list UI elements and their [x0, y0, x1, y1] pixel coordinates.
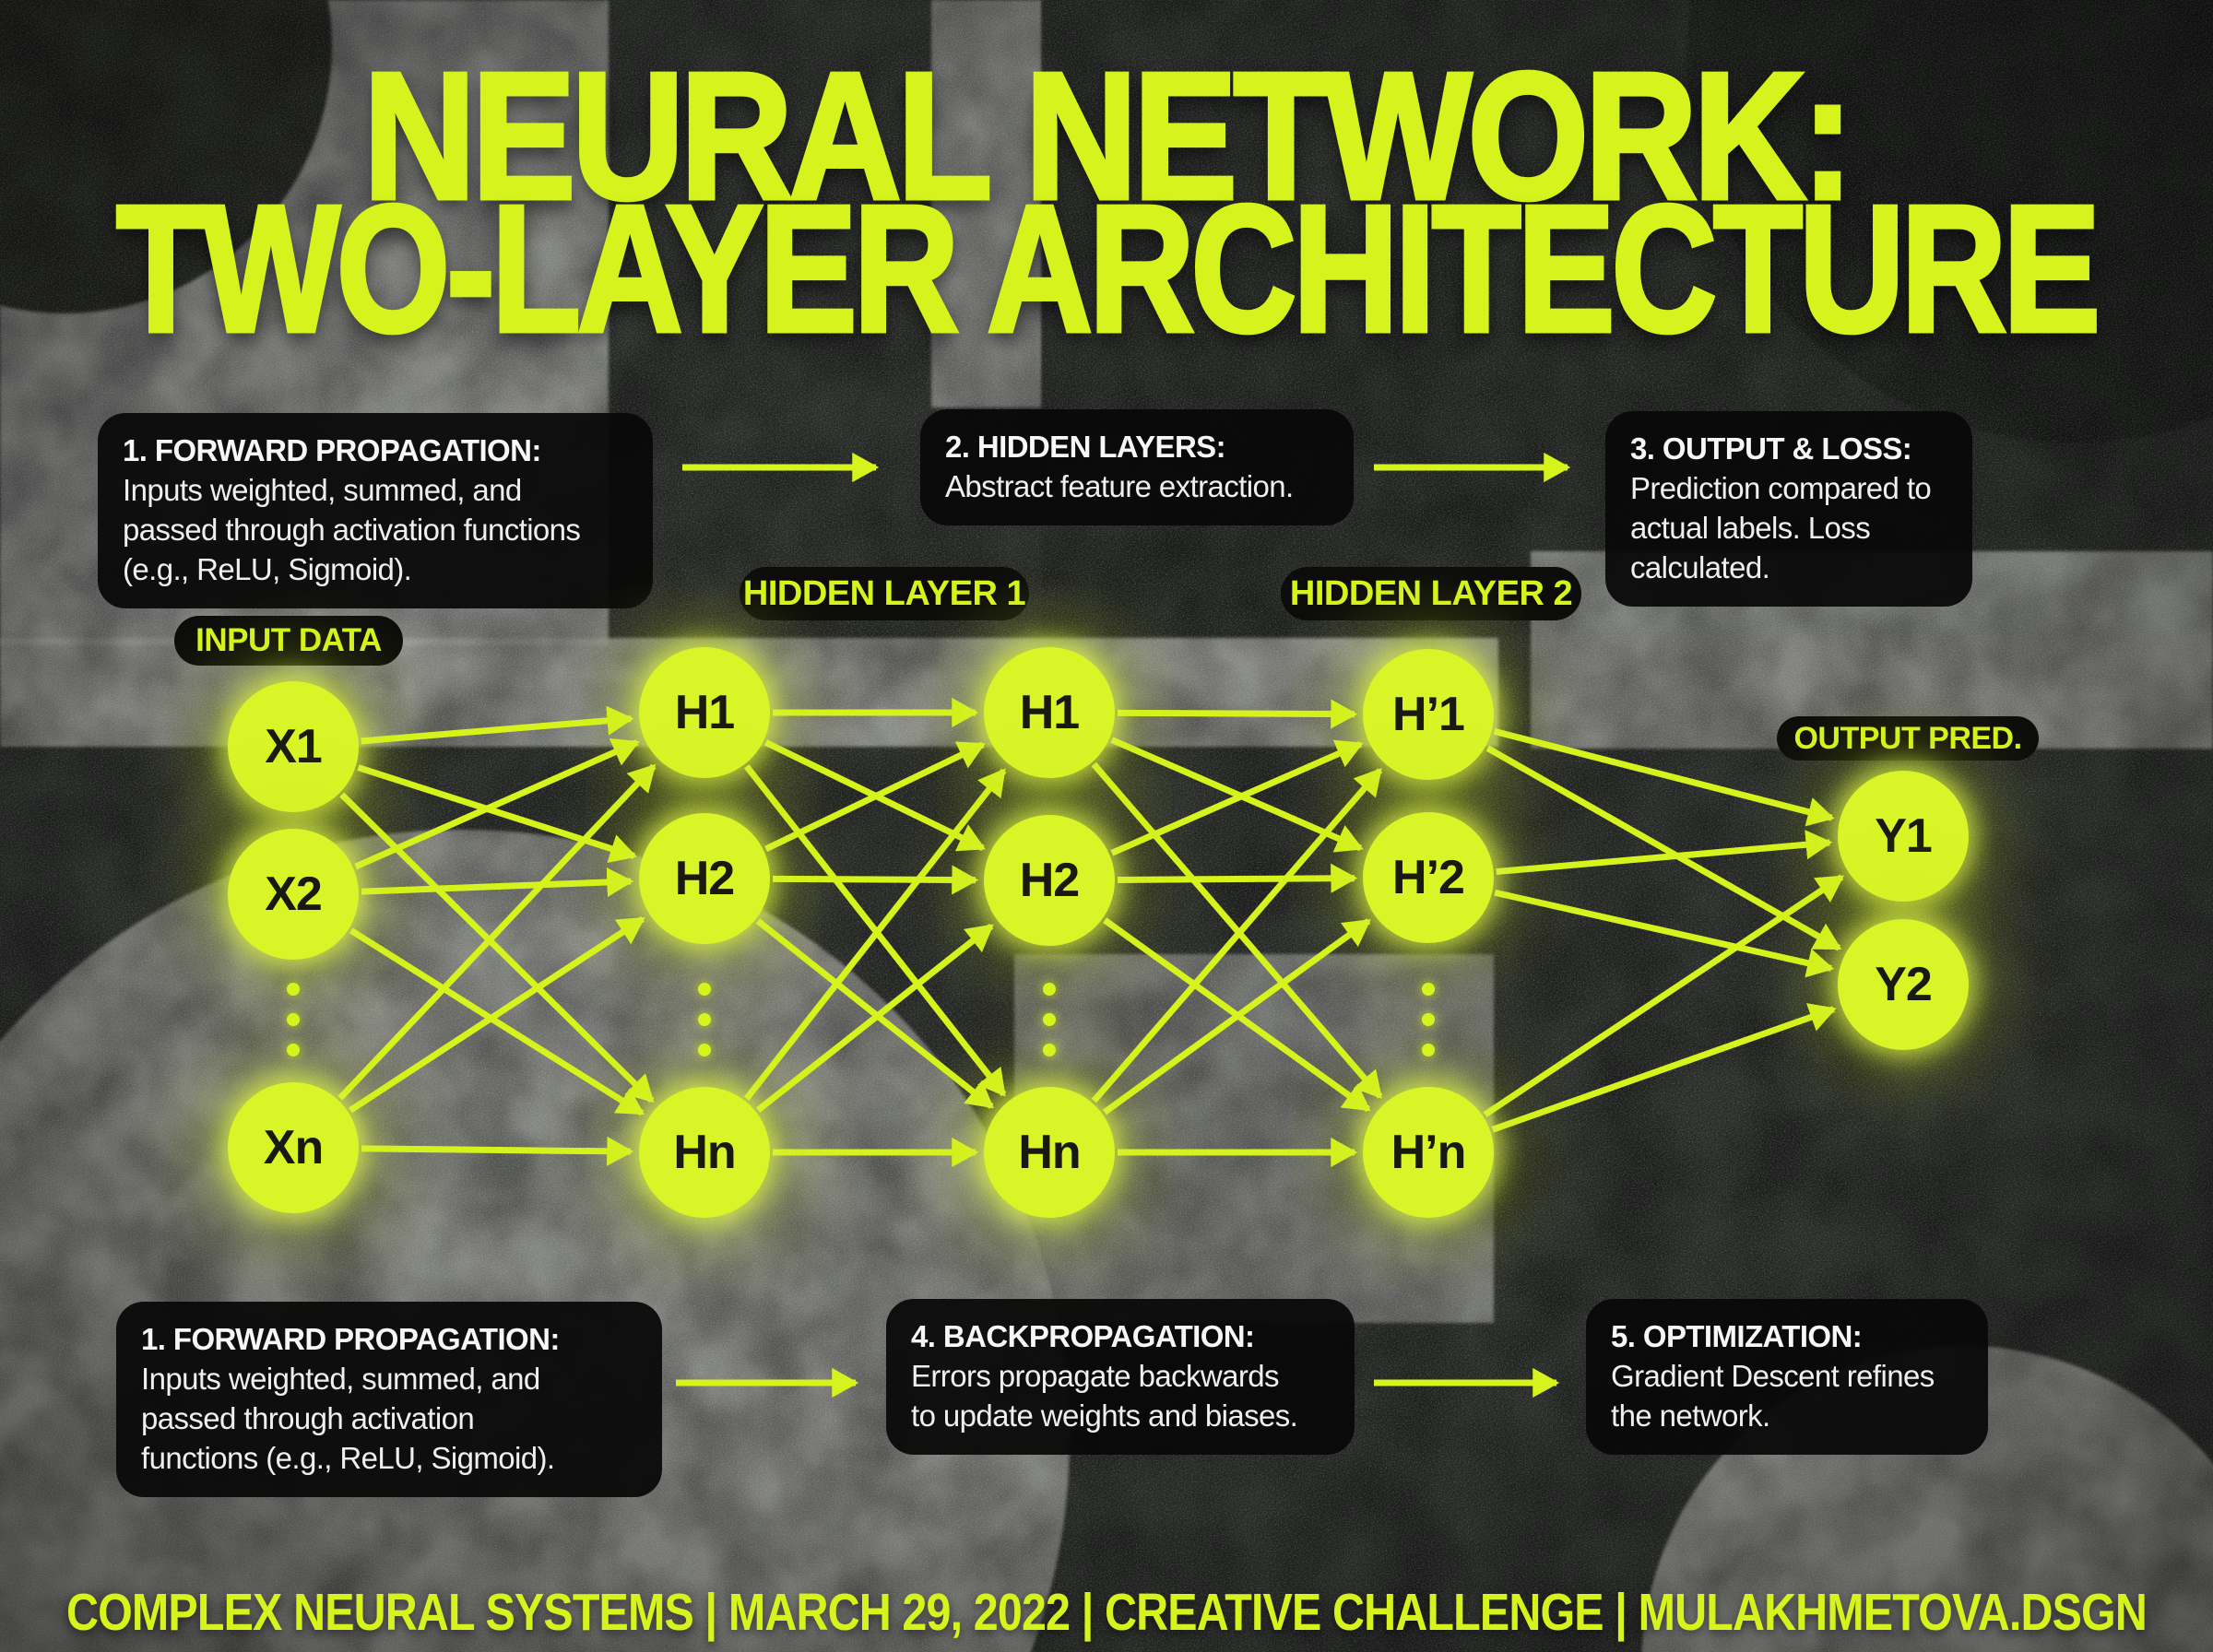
node-input-layer-2: X2: [228, 829, 359, 960]
edge-hidden-layer-2-3-to-output-layer-1: [1483, 874, 1845, 1117]
node-input-layer-1: X1: [228, 681, 359, 812]
info-box-heading: 2. HIDDEN LAYERS:: [945, 430, 1226, 464]
info-box-body: Inputs weighted, summed, and passed thro…: [141, 1361, 555, 1475]
ellipsis-dot-hidden-layer-1b-3: [1043, 1044, 1056, 1056]
pill-input-data: INPUT DATA: [174, 616, 403, 666]
info-box-optimization: 5. OPTIMIZATION: Gradient Descent refine…: [1586, 1299, 1988, 1455]
ellipsis-dot-input-layer-3: [287, 1044, 300, 1056]
edge-input-layer-3-to-hidden-layer-1a-3: [361, 1136, 634, 1166]
pill-hidden-layer-1: HIDDEN LAYER 1: [740, 567, 1029, 620]
node-input-layer-3: Xn: [228, 1082, 359, 1213]
pill-hidden-layer-2: HIDDEN LAYER 2: [1281, 567, 1581, 620]
node-hidden-layer-1a-2: H2: [639, 813, 770, 944]
node-output-layer-1: Y1: [1838, 771, 1969, 902]
edge-hidden-layer-1a-3-to-hidden-layer-1b-2: [755, 923, 994, 1113]
node-hidden-layer-1b-2: H2: [984, 815, 1115, 946]
ellipsis-dot-hidden-layer-1a-3: [698, 1044, 711, 1056]
node-hidden-layer-1a-1: H1: [639, 647, 770, 778]
info-box-forward-propagation-top: 1. FORWARD PROPAGATION: Inputs weighted,…: [98, 413, 653, 608]
node-hidden-layer-1a-3: Hn: [639, 1087, 770, 1218]
info-box-body: Prediction compared to actual labels. Lo…: [1630, 470, 1932, 584]
pill-output-pred: OUTPUT PRED.: [1777, 716, 2039, 761]
edge-hidden-layer-1a-2-to-hidden-layer-1b-1: [764, 741, 986, 853]
edge-hidden-layer-1a-2-to-hidden-layer-1b-3: [755, 918, 994, 1109]
node-hidden-layer-1b-1: H1: [984, 647, 1115, 778]
edge-hidden-layer-1b-1-to-hidden-layer-2-1: [1117, 699, 1358, 729]
edge-hidden-layer-2-3-to-output-layer-2: [1491, 1003, 1837, 1133]
title-line-1: NEURAL NETWORK:: [361, 35, 1856, 237]
node-output-layer-2: Y2: [1838, 919, 1969, 1050]
edge-hidden-layer-2-2-to-output-layer-1: [1496, 830, 1833, 876]
edge-hidden-layer-1b-1-to-hidden-layer-2-3: [1091, 761, 1383, 1099]
edge-input-layer-1-to-hidden-layer-1a-2: [357, 764, 637, 864]
info-box-backpropagation: 4. BACKPROPAGATION: Errors propagate bac…: [886, 1299, 1355, 1455]
edge-input-layer-2-to-hidden-layer-1a-2: [361, 867, 634, 898]
ellipsis-dot-hidden-layer-1b-2: [1043, 1013, 1056, 1026]
info-box-heading: 1. FORWARD PROPAGATION:: [141, 1322, 560, 1356]
edge-hidden-layer-1b-3-to-hidden-layer-2-2: [1102, 918, 1371, 1115]
ellipsis-dot-hidden-layer-1a-1: [698, 983, 711, 996]
info-box-body: Inputs weighted, summed, and passed thro…: [123, 472, 581, 586]
edge-input-layer-2-to-hidden-layer-1a-3: [349, 927, 645, 1116]
ellipsis-dot-hidden-layer-1a-2: [698, 1013, 711, 1026]
info-box-body: Errors propagate backwards to update wei…: [911, 1358, 1298, 1433]
node-hidden-layer-2-2: H’2: [1363, 812, 1494, 943]
edge-input-layer-1-to-hidden-layer-1a-3: [339, 792, 655, 1103]
footer-credits: COMPLEX NEURAL SYSTEMS | MARCH 29, 2022 …: [66, 1583, 2148, 1642]
edge-hidden-layer-1b-2-to-hidden-layer-2-1: [1110, 739, 1364, 856]
info-box-output-loss: 3. OUTPUT & LOSS: Prediction compared to…: [1605, 411, 1972, 607]
info-box-forward-propagation-bottom: 1. FORWARD PROPAGATION: Inputs weighted,…: [116, 1302, 662, 1497]
info-box-hidden-layers: 2. HIDDEN LAYERS: Abstract feature extra…: [920, 409, 1354, 525]
edge-hidden-layer-1b-1-to-hidden-layer-2-2: [1110, 737, 1364, 853]
info-box-heading: 3. OUTPUT & LOSS:: [1630, 431, 1912, 466]
edge-hidden-layer-1a-3-to-hidden-layer-1b-1: [743, 768, 1007, 1101]
info-box-heading: 1. FORWARD PROPAGATION:: [123, 433, 541, 467]
title-line-2: TWO-LAYER ARCHITECTURE: [114, 168, 2102, 370]
ellipsis-dot-input-layer-2: [287, 1013, 300, 1026]
edge-input-layer-3-to-hidden-layer-1a-1: [337, 763, 657, 1101]
edge-hidden-layer-1b-3-to-hidden-layer-2-1: [1091, 768, 1383, 1103]
node-hidden-layer-2-3: H’n: [1363, 1087, 1494, 1218]
ellipsis-dot-hidden-layer-2-2: [1422, 1013, 1435, 1026]
node-hidden-layer-1b-3: Hn: [984, 1087, 1115, 1218]
info-box-body: Gradient Descent refines the network.: [1611, 1358, 1935, 1433]
node-hidden-layer-2-1: H’1: [1363, 649, 1494, 780]
ellipsis-dot-hidden-layer-1b-1: [1043, 983, 1056, 996]
info-box-heading: 5. OPTIMIZATION:: [1611, 1319, 1863, 1353]
edge-input-layer-2-to-hidden-layer-1a-1: [354, 738, 640, 870]
edge-input-layer-1-to-hidden-layer-1a-1: [361, 705, 634, 745]
ellipsis-dot-input-layer-1: [287, 983, 300, 996]
edge-hidden-layer-1b-2-to-hidden-layer-2-2: [1117, 863, 1358, 893]
edge-hidden-layer-2-1-to-output-layer-1: [1493, 727, 1835, 827]
edge-hidden-layer-2-2-to-output-layer-2: [1494, 889, 1835, 978]
ellipsis-dot-hidden-layer-2-1: [1422, 983, 1435, 996]
edge-input-layer-3-to-hidden-layer-1a-2: [348, 915, 645, 1114]
info-box-body: Abstract feature extraction.: [945, 468, 1294, 503]
info-box-heading: 4. BACKPROPAGATION:: [911, 1319, 1255, 1353]
ellipsis-dot-hidden-layer-2-3: [1422, 1044, 1435, 1056]
